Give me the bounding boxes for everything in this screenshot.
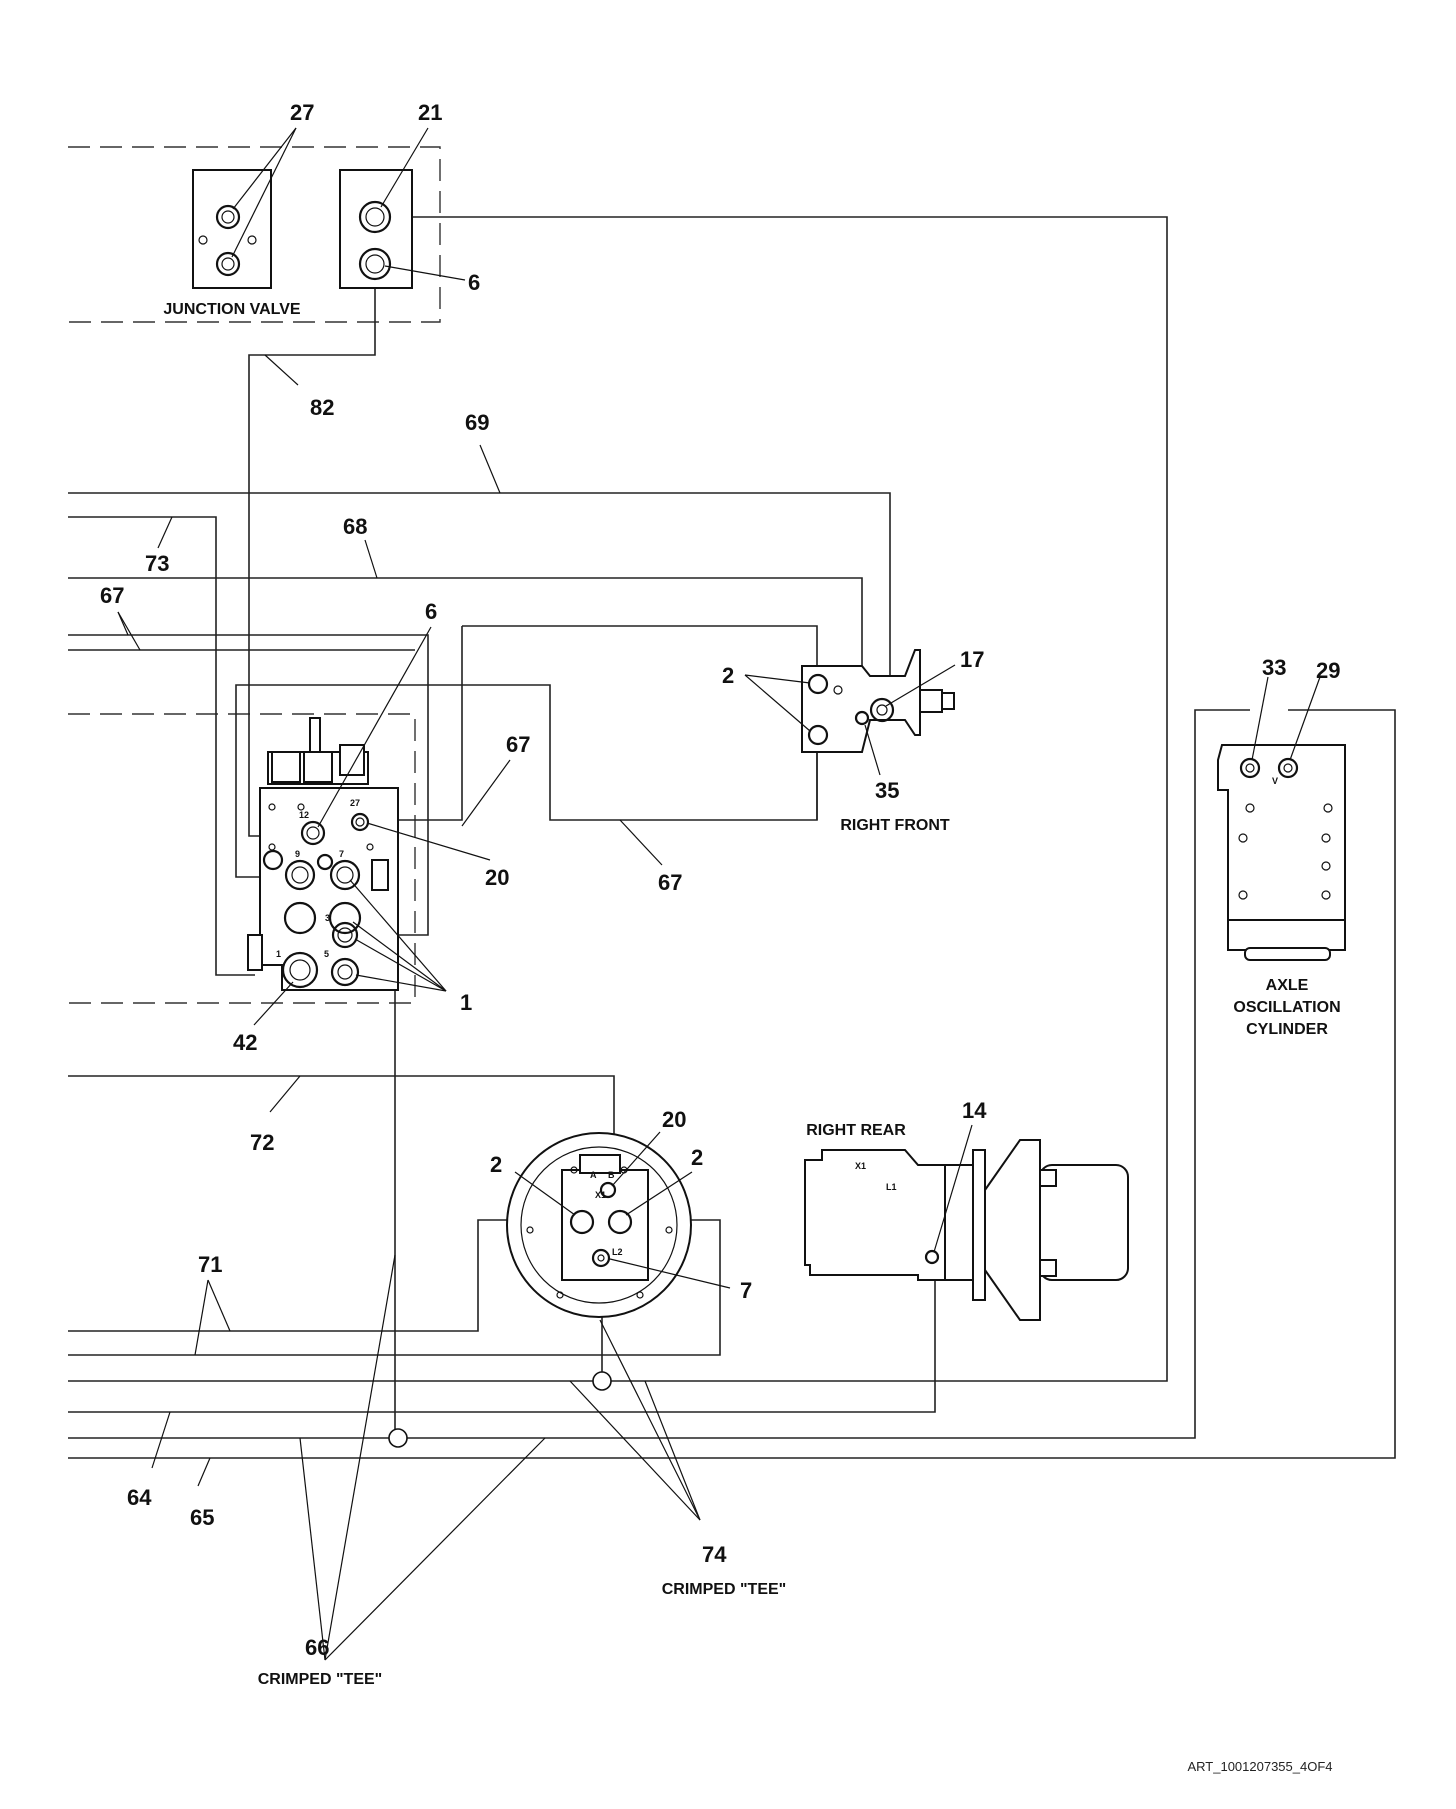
hose-lines [68, 216, 1396, 1459]
motor-port-b: B [608, 1170, 615, 1180]
callout-68: 68 [343, 514, 367, 539]
callout-2-front: 2 [722, 663, 734, 688]
motor-port-l2: L2 [612, 1247, 623, 1257]
rear-port-x1: X1 [855, 1161, 866, 1171]
art-reference-id: ART_1001207355_4OF4 [1187, 1759, 1332, 1774]
junction-valve [192, 127, 466, 289]
callout-2-motor-left: 2 [490, 1152, 502, 1177]
junction-valve-label: JUNCTION VALVE [163, 301, 301, 318]
right-front-motor [744, 649, 956, 776]
right-front-label: RIGHT FRONT [840, 817, 950, 834]
callout-14: 14 [962, 1098, 987, 1123]
port-label-9: 9 [295, 849, 300, 859]
callout-67-bottom: 67 [658, 870, 682, 895]
crimped-tee-74-label: CRIMPED "TEE" [662, 1581, 787, 1598]
main-control-valve: 12 27 9 7 3 1 5 [247, 626, 491, 1026]
cylinder-port-v: V [1272, 776, 1278, 786]
callout-35: 35 [875, 778, 899, 803]
callout-1: 1 [460, 990, 472, 1015]
callout-2-motor-right: 2 [691, 1145, 703, 1170]
axle-label-line1: AXLE [1266, 977, 1309, 994]
port-label-1: 1 [276, 949, 281, 959]
callout-66: 66 [305, 1635, 329, 1660]
port-label-7: 7 [339, 849, 344, 859]
crimped-tee-66-label: CRIMPED "TEE" [258, 1671, 383, 1688]
captions: JUNCTION VALVE RIGHT FRONT RIGHT REAR AX… [163, 301, 1340, 1688]
callout-67-left: 67 [100, 583, 124, 608]
port-label-5: 5 [324, 949, 329, 959]
callout-6-valve: 6 [425, 599, 437, 624]
callout-33: 33 [1262, 655, 1286, 680]
callout-82: 82 [310, 395, 334, 420]
tee-74-fitting [592, 1371, 612, 1391]
port-label-3: 3 [325, 913, 330, 923]
callout-73: 73 [145, 551, 169, 576]
callout-71: 71 [198, 1252, 222, 1277]
callout-21: 21 [418, 100, 442, 125]
callout-17: 17 [960, 647, 984, 672]
callout-numbers: 27 21 6 82 69 68 73 67 6 67 20 67 1 42 2… [100, 100, 1340, 1660]
hose-leaders [117, 354, 701, 1661]
dashed-frames [68, 146, 441, 1004]
callout-67-right: 67 [506, 732, 530, 757]
callout-6-junction: 6 [468, 270, 480, 295]
rear-left-motor: A B X1 L2 [506, 1131, 731, 1318]
callout-29: 29 [1316, 658, 1340, 683]
crimped-tees [388, 1371, 612, 1448]
callout-72: 72 [250, 1130, 274, 1155]
callout-42: 42 [233, 1030, 257, 1055]
tee-66-fitting [388, 1428, 408, 1448]
callout-20-motor: 20 [662, 1107, 686, 1132]
motor-port-x1: X1 [595, 1190, 606, 1200]
callout-20-valve: 20 [485, 865, 509, 890]
callout-7: 7 [740, 1278, 752, 1303]
axle-oscillation-cylinder: V [1217, 676, 1346, 961]
callout-69: 69 [465, 410, 489, 435]
callout-64: 64 [127, 1485, 152, 1510]
port-label-12: 12 [299, 810, 309, 820]
rear-port-l1: L1 [886, 1182, 897, 1192]
axle-label-line2: OSCILLATION [1233, 999, 1340, 1016]
callout-74: 74 [702, 1542, 727, 1567]
port-label-27: 27 [350, 798, 360, 808]
motor-port-a: A [590, 1170, 597, 1180]
callout-65: 65 [190, 1505, 214, 1530]
axle-label-line3: CYLINDER [1246, 1021, 1328, 1038]
callout-27-junction: 27 [290, 100, 314, 125]
right-rear-motor: X1 L1 [804, 1124, 1129, 1321]
right-rear-label: RIGHT REAR [806, 1122, 906, 1139]
